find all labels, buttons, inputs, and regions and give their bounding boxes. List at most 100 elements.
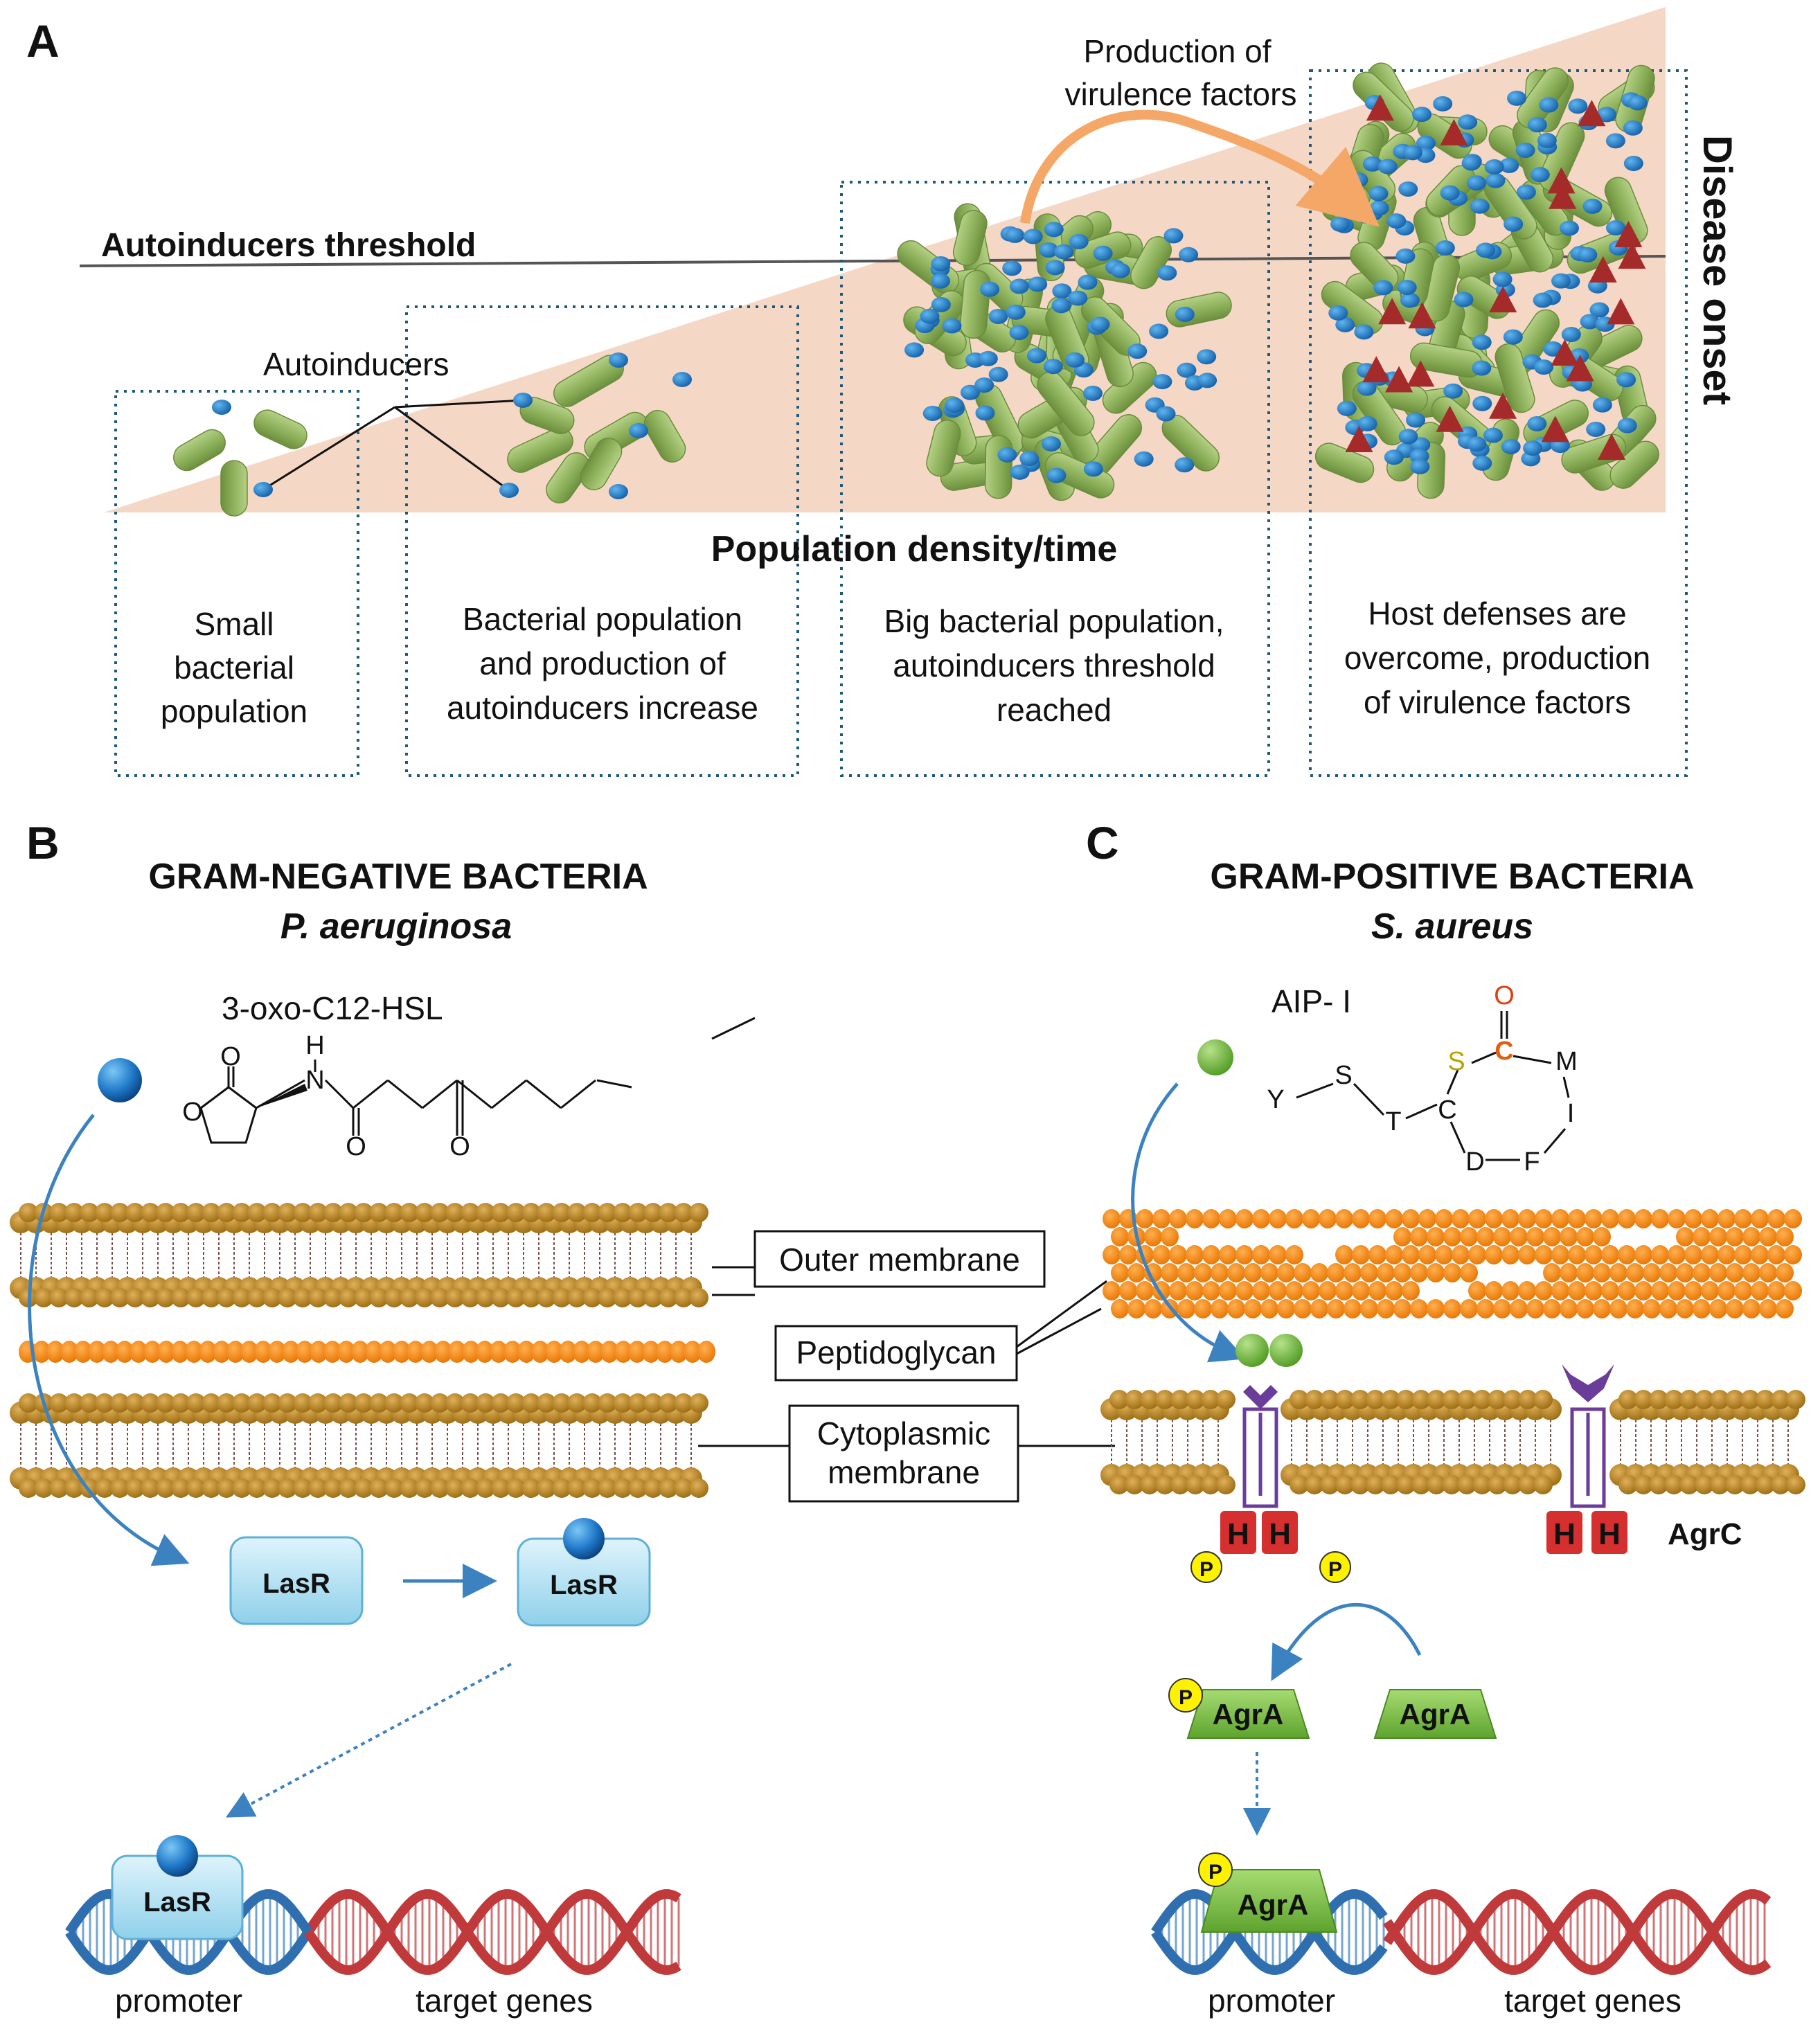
autoinducer-dot bbox=[1377, 159, 1398, 175]
lipid-head bbox=[186, 1203, 206, 1222]
lipid-head bbox=[156, 1203, 175, 1222]
autoinducer-dot bbox=[1533, 292, 1553, 308]
peptidoglycan-unit bbox=[1618, 1209, 1636, 1228]
lipid-head bbox=[202, 1288, 221, 1307]
lipid-head bbox=[247, 1393, 267, 1413]
lipid-head bbox=[19, 1393, 38, 1413]
lipid-head bbox=[308, 1478, 328, 1498]
lipid-head bbox=[202, 1393, 221, 1413]
autoinducer-dot bbox=[988, 308, 1008, 324]
autoinducer-dot bbox=[1045, 260, 1065, 276]
peptidoglycan-unit bbox=[323, 1341, 341, 1363]
peptidoglycan-unit bbox=[1452, 1209, 1470, 1228]
outer-membrane-label: Outer membrane bbox=[779, 1242, 1020, 1278]
lipid-head bbox=[186, 1393, 206, 1413]
lipid-head bbox=[49, 1393, 69, 1413]
phosphate-label-2: P bbox=[1328, 1558, 1342, 1581]
peptidoglycan-unit bbox=[614, 1341, 632, 1363]
autoinducer-dot bbox=[1467, 436, 1487, 452]
autoinducer-dot bbox=[1537, 132, 1557, 148]
peptidoglycan-unit bbox=[1518, 1281, 1536, 1300]
lasr-dna-bound: LasR bbox=[111, 1835, 244, 1940]
autoinducer-dot bbox=[1175, 307, 1195, 323]
lipid-head bbox=[1710, 1475, 1729, 1494]
autoinducer-dot bbox=[499, 483, 519, 498]
agra-phosphorylation-arrow bbox=[1271, 1602, 1422, 1681]
peptidoglycan-unit bbox=[1585, 1209, 1603, 1228]
peptidoglycan-unit bbox=[697, 1341, 715, 1363]
lipid-head bbox=[1442, 1390, 1461, 1409]
peptidoglycan-unit bbox=[656, 1341, 674, 1363]
lipid-head bbox=[1396, 1475, 1416, 1494]
peptidoglycan-unit bbox=[1543, 1299, 1561, 1319]
peptidoglycan-unit bbox=[1601, 1245, 1619, 1264]
peptidoglycan-unit bbox=[1418, 1245, 1436, 1264]
lipid-head bbox=[537, 1393, 556, 1413]
autoinducer-dot bbox=[1039, 242, 1059, 258]
dna-strand bbox=[1151, 1889, 1388, 1975]
lipid-head bbox=[1472, 1390, 1492, 1409]
lipid-head bbox=[369, 1393, 389, 1413]
panel-b-title: GRAM-NEGATIVE BACTERIA bbox=[148, 857, 648, 897]
lipid-head bbox=[278, 1288, 297, 1307]
autoinducer-dot bbox=[1470, 198, 1490, 214]
aip-s-ring: S bbox=[1447, 1047, 1465, 1076]
lipid-head bbox=[1366, 1475, 1385, 1494]
peptidoglycan-unit bbox=[1568, 1209, 1586, 1228]
lipid-head bbox=[598, 1203, 617, 1222]
lipid-head bbox=[1305, 1390, 1324, 1409]
autoinducer-dot bbox=[1028, 276, 1048, 292]
peptidoglycan-unit bbox=[1593, 1227, 1611, 1246]
lipid-head bbox=[1518, 1390, 1537, 1409]
peptidoglycan-unit bbox=[1651, 1209, 1669, 1228]
autoinducer-dot bbox=[1461, 155, 1481, 171]
autoinducer-dot bbox=[1483, 427, 1503, 443]
lipid-head bbox=[1518, 1475, 1537, 1494]
lipid-head bbox=[354, 1478, 373, 1498]
bacterium bbox=[959, 269, 991, 339]
lipid-head bbox=[110, 1203, 130, 1222]
lipid-head bbox=[1695, 1475, 1714, 1494]
peptidoglycan-unit bbox=[1751, 1245, 1769, 1264]
lipid-head bbox=[567, 1393, 587, 1413]
lipid-head bbox=[476, 1203, 495, 1222]
agrc-inactive: H H AgrC bbox=[1546, 1364, 1742, 1554]
stage-box-2 bbox=[405, 305, 799, 777]
autoinducer-dot bbox=[1005, 227, 1025, 243]
lipid-head bbox=[217, 1288, 236, 1307]
lipid-head bbox=[674, 1288, 693, 1307]
peptidoglycan-unit bbox=[1111, 1299, 1129, 1319]
lipid-head bbox=[613, 1288, 632, 1307]
lipid-head bbox=[64, 1288, 84, 1307]
autoinducer-dot bbox=[1458, 114, 1478, 130]
peptidoglycan-unit bbox=[143, 1341, 161, 1363]
lipid-head bbox=[262, 1478, 282, 1498]
autoinducer-pointers bbox=[262, 399, 524, 492]
peptidoglycan-unit bbox=[1427, 1299, 1445, 1319]
lipid-head bbox=[1740, 1390, 1760, 1409]
aip-entry-arrow bbox=[1131, 1082, 1246, 1363]
peptidoglycan-unit bbox=[420, 1341, 438, 1363]
peptidoglycan-unit bbox=[1668, 1245, 1686, 1264]
lipid-head bbox=[369, 1203, 389, 1222]
peptidoglycan-unit bbox=[1460, 1263, 1478, 1282]
lipid-head bbox=[445, 1478, 465, 1498]
peptidoglycan-unit bbox=[1759, 1263, 1777, 1282]
atom-n: N bbox=[305, 1066, 324, 1095]
lipid-head bbox=[1290, 1390, 1309, 1409]
lipid-head bbox=[582, 1393, 602, 1413]
peptidoglycan-unit bbox=[1643, 1299, 1661, 1319]
lipid-head bbox=[1411, 1390, 1431, 1409]
stage-2-line-1: Bacterial population bbox=[463, 601, 742, 637]
lipid-head bbox=[1427, 1475, 1446, 1494]
lipid-head bbox=[1457, 1475, 1476, 1494]
autoinducer-dot bbox=[609, 484, 628, 499]
autoinducer-dot bbox=[1026, 348, 1046, 364]
virulence-arrow bbox=[1020, 109, 1380, 227]
aip-o: O bbox=[1494, 981, 1515, 1010]
autoinducer-dot bbox=[513, 393, 533, 408]
peptidoglycan-unit bbox=[1526, 1299, 1544, 1319]
histidine-4 bbox=[1591, 1511, 1627, 1554]
peptidoglycan-unit bbox=[1277, 1299, 1295, 1319]
peptidoglycan-unit bbox=[33, 1341, 51, 1363]
